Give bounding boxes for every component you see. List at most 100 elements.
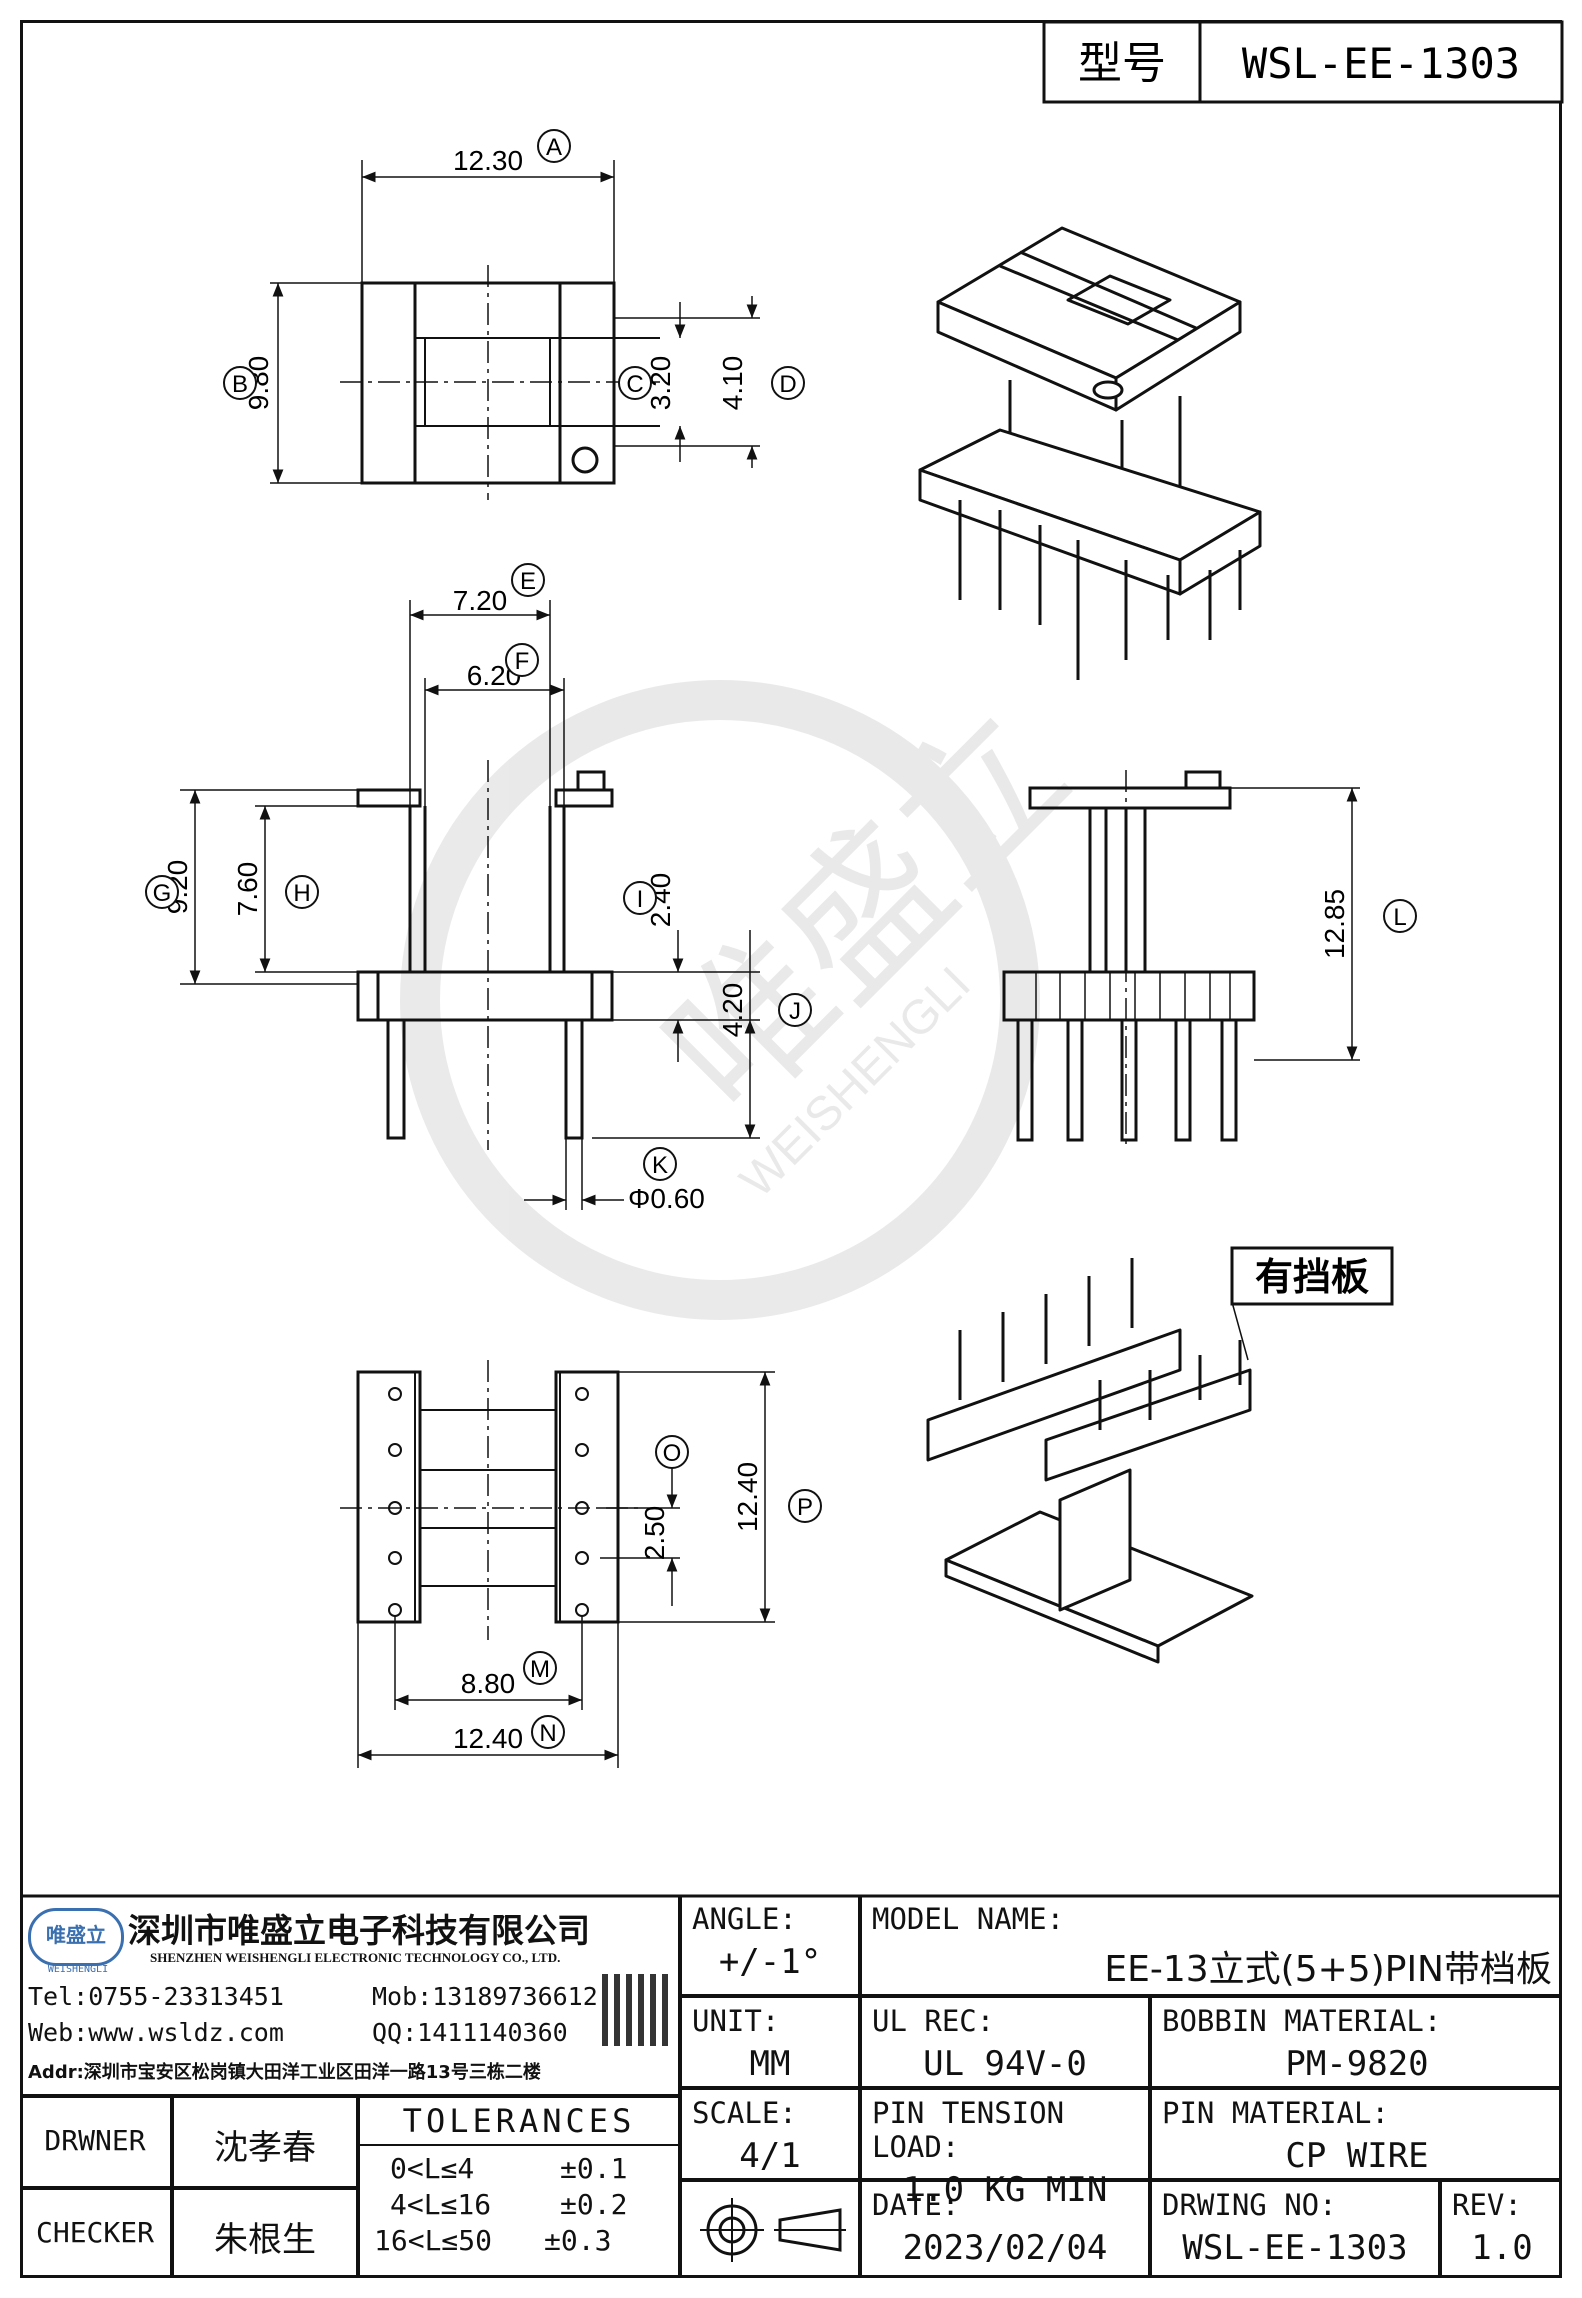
tolerance-row-2: 4<L≤16 ±0.2 bbox=[370, 2188, 668, 2224]
pin-material-cell: PIN MATERIAL: CP WIRE bbox=[1150, 2088, 1562, 2180]
isometric-view-top bbox=[918, 226, 1262, 680]
angle-value: +/-1° bbox=[718, 1942, 822, 1982]
dim-letter-d: D bbox=[779, 371, 796, 398]
projection-symbol-cell bbox=[680, 2180, 860, 2278]
checker-label: CHECKER bbox=[35, 2216, 154, 2249]
dim-letter-bubbles: A B C D E F G H I J K L O P M N bbox=[145, 129, 1417, 1749]
top-view bbox=[270, 160, 760, 500]
checker-cell: 朱根生 bbox=[172, 2188, 358, 2278]
ul-rec-label: UL REC: bbox=[872, 2004, 995, 2038]
rev-value: 1.0 bbox=[1471, 2228, 1533, 2268]
qr-code-icon bbox=[602, 1974, 674, 2046]
tolerance-value-3: ±0.3 bbox=[544, 2224, 612, 2257]
header-box: 型号 WSL-EE-1303 bbox=[1042, 20, 1564, 104]
company-name-en: SHENZHEN WEISHENGLI ELECTRONIC TECHNOLOG… bbox=[150, 1950, 561, 1965]
dim-letter-o: O bbox=[663, 1440, 682, 1467]
tolerances-block: TOLERANCES 0<L≤4 ±0.1 4<L≤16 ±0.2 16<L≤50 ±… bbox=[358, 2096, 680, 2278]
ul-rec-cell: UL REC: UL 94V-0 bbox=[860, 1996, 1150, 2088]
dim-letter-k: K bbox=[652, 1152, 668, 1179]
dim-l-value: 12.85 bbox=[1319, 889, 1350, 959]
model-name-cell: MODEL NAME: EE-13立式(5+5)PIN带档板 bbox=[860, 1896, 1562, 1996]
dim-letter-j: J bbox=[789, 998, 801, 1025]
date-label: DATE: bbox=[872, 2188, 960, 2222]
tolerance-value-2: ±0.2 bbox=[560, 2188, 628, 2221]
unit-label: UNIT: bbox=[692, 2004, 780, 2038]
angle-cell: ANGLE: +/-1° bbox=[680, 1896, 860, 1996]
tolerances-title: TOLERANCES bbox=[360, 2098, 678, 2146]
bobbin-material-cell: BOBBIN MATERIAL: PM-9820 bbox=[1150, 1996, 1562, 2088]
drawing-no-label: DRWING NO: bbox=[1162, 2188, 1337, 2222]
company-qq: QQ:1411140360 bbox=[372, 2018, 568, 2047]
company-logo-sub: WEISHENGLI bbox=[47, 1964, 109, 1975]
model-name-value: EE-13立式(5+5)PIN带档板 bbox=[1104, 1949, 1552, 1990]
dim-letter-c: C bbox=[626, 371, 643, 398]
unit-value: MM bbox=[749, 2044, 791, 2084]
callout-box: 有挡板 bbox=[1230, 1246, 1394, 1306]
scale-value: 4/1 bbox=[739, 2136, 801, 2176]
watermark: 唯盛立 WEISHENGLI bbox=[400, 675, 1102, 1320]
rev-cell: REV: 1.0 bbox=[1440, 2180, 1562, 2278]
dim-letter-i: I bbox=[637, 886, 644, 913]
company-block: 唯盛立 WEISHENGLI 深圳市唯盛立电子科技有限公司 SHENZHEN W… bbox=[20, 1896, 680, 2096]
pin-tension-value: 1.0 KG MIN bbox=[902, 2170, 1108, 2210]
dim-k-value: Φ0.60 bbox=[628, 1183, 705, 1214]
tolerance-range-2: 4<L≤16 bbox=[390, 2188, 492, 2221]
type-value: WSL-EE-1303 bbox=[1242, 39, 1520, 88]
drawing-no-cell: DRWING NO: WSL-EE-1303 bbox=[1150, 2180, 1440, 2278]
company-logo-text: 唯盛立 bbox=[46, 1923, 106, 1947]
date-value: 2023/02/04 bbox=[902, 2228, 1108, 2268]
drawer-name: 沈孝春 bbox=[214, 2128, 316, 2168]
dim-letter-e: E bbox=[520, 568, 536, 595]
tolerance-row-3: 16<L≤50 ±0.3 bbox=[370, 2224, 668, 2260]
company-web: Web:www.wsldz.com bbox=[28, 2018, 284, 2047]
scale-label: SCALE: bbox=[692, 2096, 797, 2130]
tolerance-range-1: 0<L≤4 bbox=[390, 2152, 475, 2185]
angle-label: ANGLE: bbox=[692, 1902, 797, 1936]
dim-letter-h: H bbox=[293, 880, 310, 907]
dim-letter-g: G bbox=[153, 880, 172, 907]
side-view bbox=[1002, 770, 1360, 1150]
model-name-label: MODEL NAME: bbox=[872, 1902, 1065, 1936]
unit-cell: UNIT: MM bbox=[680, 1996, 860, 2088]
dim-letter-n: N bbox=[539, 1720, 556, 1747]
tolerance-range-3: 16<L≤50 bbox=[374, 2224, 493, 2257]
callout-text: 有挡板 bbox=[1255, 1255, 1369, 1299]
isometric-view-bottom bbox=[926, 1258, 1254, 1664]
dim-letter-a: A bbox=[546, 134, 562, 161]
company-logo: 唯盛立 bbox=[28, 1908, 124, 1966]
dim-letter-p: P bbox=[797, 1494, 813, 1521]
pin-material-label: PIN MATERIAL: bbox=[1162, 2096, 1389, 2130]
dim-h-value: 7.60 bbox=[232, 862, 263, 917]
dim-j-value: 4.20 bbox=[717, 983, 748, 1038]
bottom-view bbox=[340, 1360, 775, 1768]
dim-letter-b: B bbox=[232, 371, 248, 398]
dim-a-value: 12.30 bbox=[453, 145, 523, 176]
tolerance-row-1: 0<L≤4 ±0.1 bbox=[370, 2152, 668, 2188]
dim-o-value: 2.50 bbox=[639, 1506, 670, 1561]
ul-rec-value: UL 94V-0 bbox=[923, 2044, 1087, 2084]
type-label: 型号 bbox=[1078, 38, 1166, 89]
dim-m-value: 8.80 bbox=[461, 1668, 516, 1699]
pin-material-value: CP WIRE bbox=[1285, 2136, 1429, 2176]
pin-tension-cell: PIN TENSION LOAD: 1.0 KG MIN bbox=[860, 2088, 1150, 2210]
dim-letter-m: M bbox=[530, 1656, 550, 1683]
rev-label: REV: bbox=[1452, 2188, 1522, 2222]
scale-cell: SCALE: 4/1 bbox=[680, 2088, 860, 2180]
company-mob: Mob:13189736612 bbox=[372, 1982, 598, 2011]
company-name-cn: 深圳市唯盛立电子科技有限公司 bbox=[128, 1911, 590, 1950]
pin-tension-label: PIN TENSION LOAD: bbox=[872, 2096, 1065, 2164]
company-address: Addr:深圳市宝安区松岗镇大田洋工业区田洋一路13号三栋二楼 bbox=[28, 2062, 541, 2083]
drawer-label: DRWNER bbox=[44, 2124, 146, 2157]
bobbin-material-label: BOBBIN MATERIAL: bbox=[1162, 2004, 1442, 2038]
dim-e-value: 7.20 bbox=[453, 585, 508, 616]
drawing-sheet bbox=[20, 20, 1562, 2278]
drawing-no-value: WSL-EE-1303 bbox=[1182, 2228, 1408, 2268]
tolerance-value-1: ±0.1 bbox=[560, 2152, 628, 2185]
checker-name: 朱根生 bbox=[214, 2220, 316, 2260]
checker-label-cell: CHECKER bbox=[20, 2188, 172, 2278]
drawer-label-cell: DRWNER bbox=[20, 2096, 172, 2188]
dim-d-value: 4.10 bbox=[717, 356, 748, 411]
dim-n-value: 12.40 bbox=[453, 1723, 523, 1754]
projection-symbol-icon bbox=[700, 2198, 846, 2262]
bobbin-material-value: PM-9820 bbox=[1285, 2044, 1429, 2084]
